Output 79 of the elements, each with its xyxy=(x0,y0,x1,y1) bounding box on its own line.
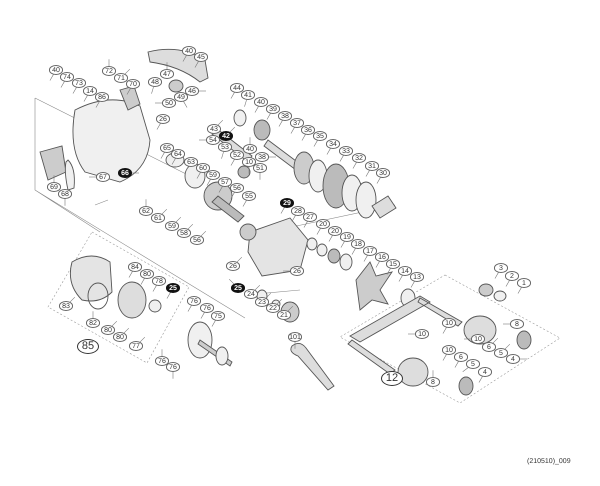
leader-line xyxy=(182,55,187,62)
leader-line xyxy=(218,186,223,193)
leader-line xyxy=(268,156,276,158)
leader-line xyxy=(340,241,345,248)
leader-line xyxy=(64,198,66,206)
leader-line xyxy=(316,228,321,235)
leader-line xyxy=(166,292,171,299)
leader-line xyxy=(172,371,174,380)
leader-line xyxy=(200,312,205,319)
leader-line xyxy=(72,87,77,94)
leader-line xyxy=(364,255,368,262)
leader-line xyxy=(304,221,308,228)
leader-line xyxy=(454,361,459,368)
leader-line xyxy=(188,305,192,312)
leader-line xyxy=(282,270,290,272)
leader-line xyxy=(194,61,199,68)
leader-line xyxy=(290,127,295,134)
leader-line xyxy=(478,376,483,383)
leader-line xyxy=(432,370,434,378)
leader-line xyxy=(244,99,247,107)
leader-line xyxy=(366,170,370,177)
leader-line xyxy=(160,152,165,159)
leader-line xyxy=(398,275,403,282)
leader-line xyxy=(254,106,259,113)
leader-line xyxy=(172,158,176,165)
leader-line xyxy=(230,92,235,99)
leader-line xyxy=(506,280,510,287)
leader-line xyxy=(230,159,235,166)
leader-line xyxy=(352,248,356,255)
leader-line xyxy=(212,320,216,327)
callout-number: 12 xyxy=(381,370,403,386)
leader-line xyxy=(128,271,133,278)
leader-line xyxy=(314,140,318,147)
leader-line xyxy=(386,268,391,275)
leader-line xyxy=(196,172,201,179)
leader-line xyxy=(230,192,235,199)
leader-line xyxy=(60,81,65,88)
leader-line xyxy=(156,123,161,130)
leader-line xyxy=(340,155,344,162)
leader-line xyxy=(248,166,250,174)
leader-line xyxy=(84,95,88,102)
leader-line xyxy=(266,113,271,120)
leader-line xyxy=(302,134,306,141)
leader-line xyxy=(376,177,381,184)
leader-line xyxy=(88,176,96,178)
leader-line xyxy=(278,120,283,127)
leader-line xyxy=(198,90,206,92)
leader-line xyxy=(326,148,331,155)
leader-line xyxy=(184,166,189,173)
leader-line xyxy=(294,341,296,350)
leader-line xyxy=(132,172,140,174)
leader-line xyxy=(183,101,188,108)
leader-line xyxy=(154,102,162,104)
leader-line xyxy=(221,151,224,159)
leader-line xyxy=(166,62,168,70)
leader-line xyxy=(92,310,94,319)
leader-line xyxy=(352,162,357,169)
leader-line xyxy=(140,278,145,285)
leader-line xyxy=(292,215,296,222)
leader-line xyxy=(242,200,247,207)
leader-line xyxy=(151,86,154,94)
leader-line xyxy=(206,179,211,186)
leader-line xyxy=(410,281,415,288)
leader-line xyxy=(442,354,447,361)
leader-line xyxy=(50,74,54,81)
leader-line xyxy=(328,235,333,242)
leader-line xyxy=(518,287,522,294)
leader-line xyxy=(228,278,234,284)
leader-line xyxy=(376,261,380,268)
leader-line xyxy=(152,285,157,292)
leader-line xyxy=(280,207,285,214)
leader-line xyxy=(96,101,100,108)
leader-line xyxy=(126,88,131,95)
leader-line xyxy=(442,327,447,334)
callout-number: 85 xyxy=(77,338,99,354)
leader-line xyxy=(464,338,472,340)
leader-line xyxy=(520,358,528,360)
leader-line xyxy=(494,272,499,279)
leader-line xyxy=(108,58,110,67)
